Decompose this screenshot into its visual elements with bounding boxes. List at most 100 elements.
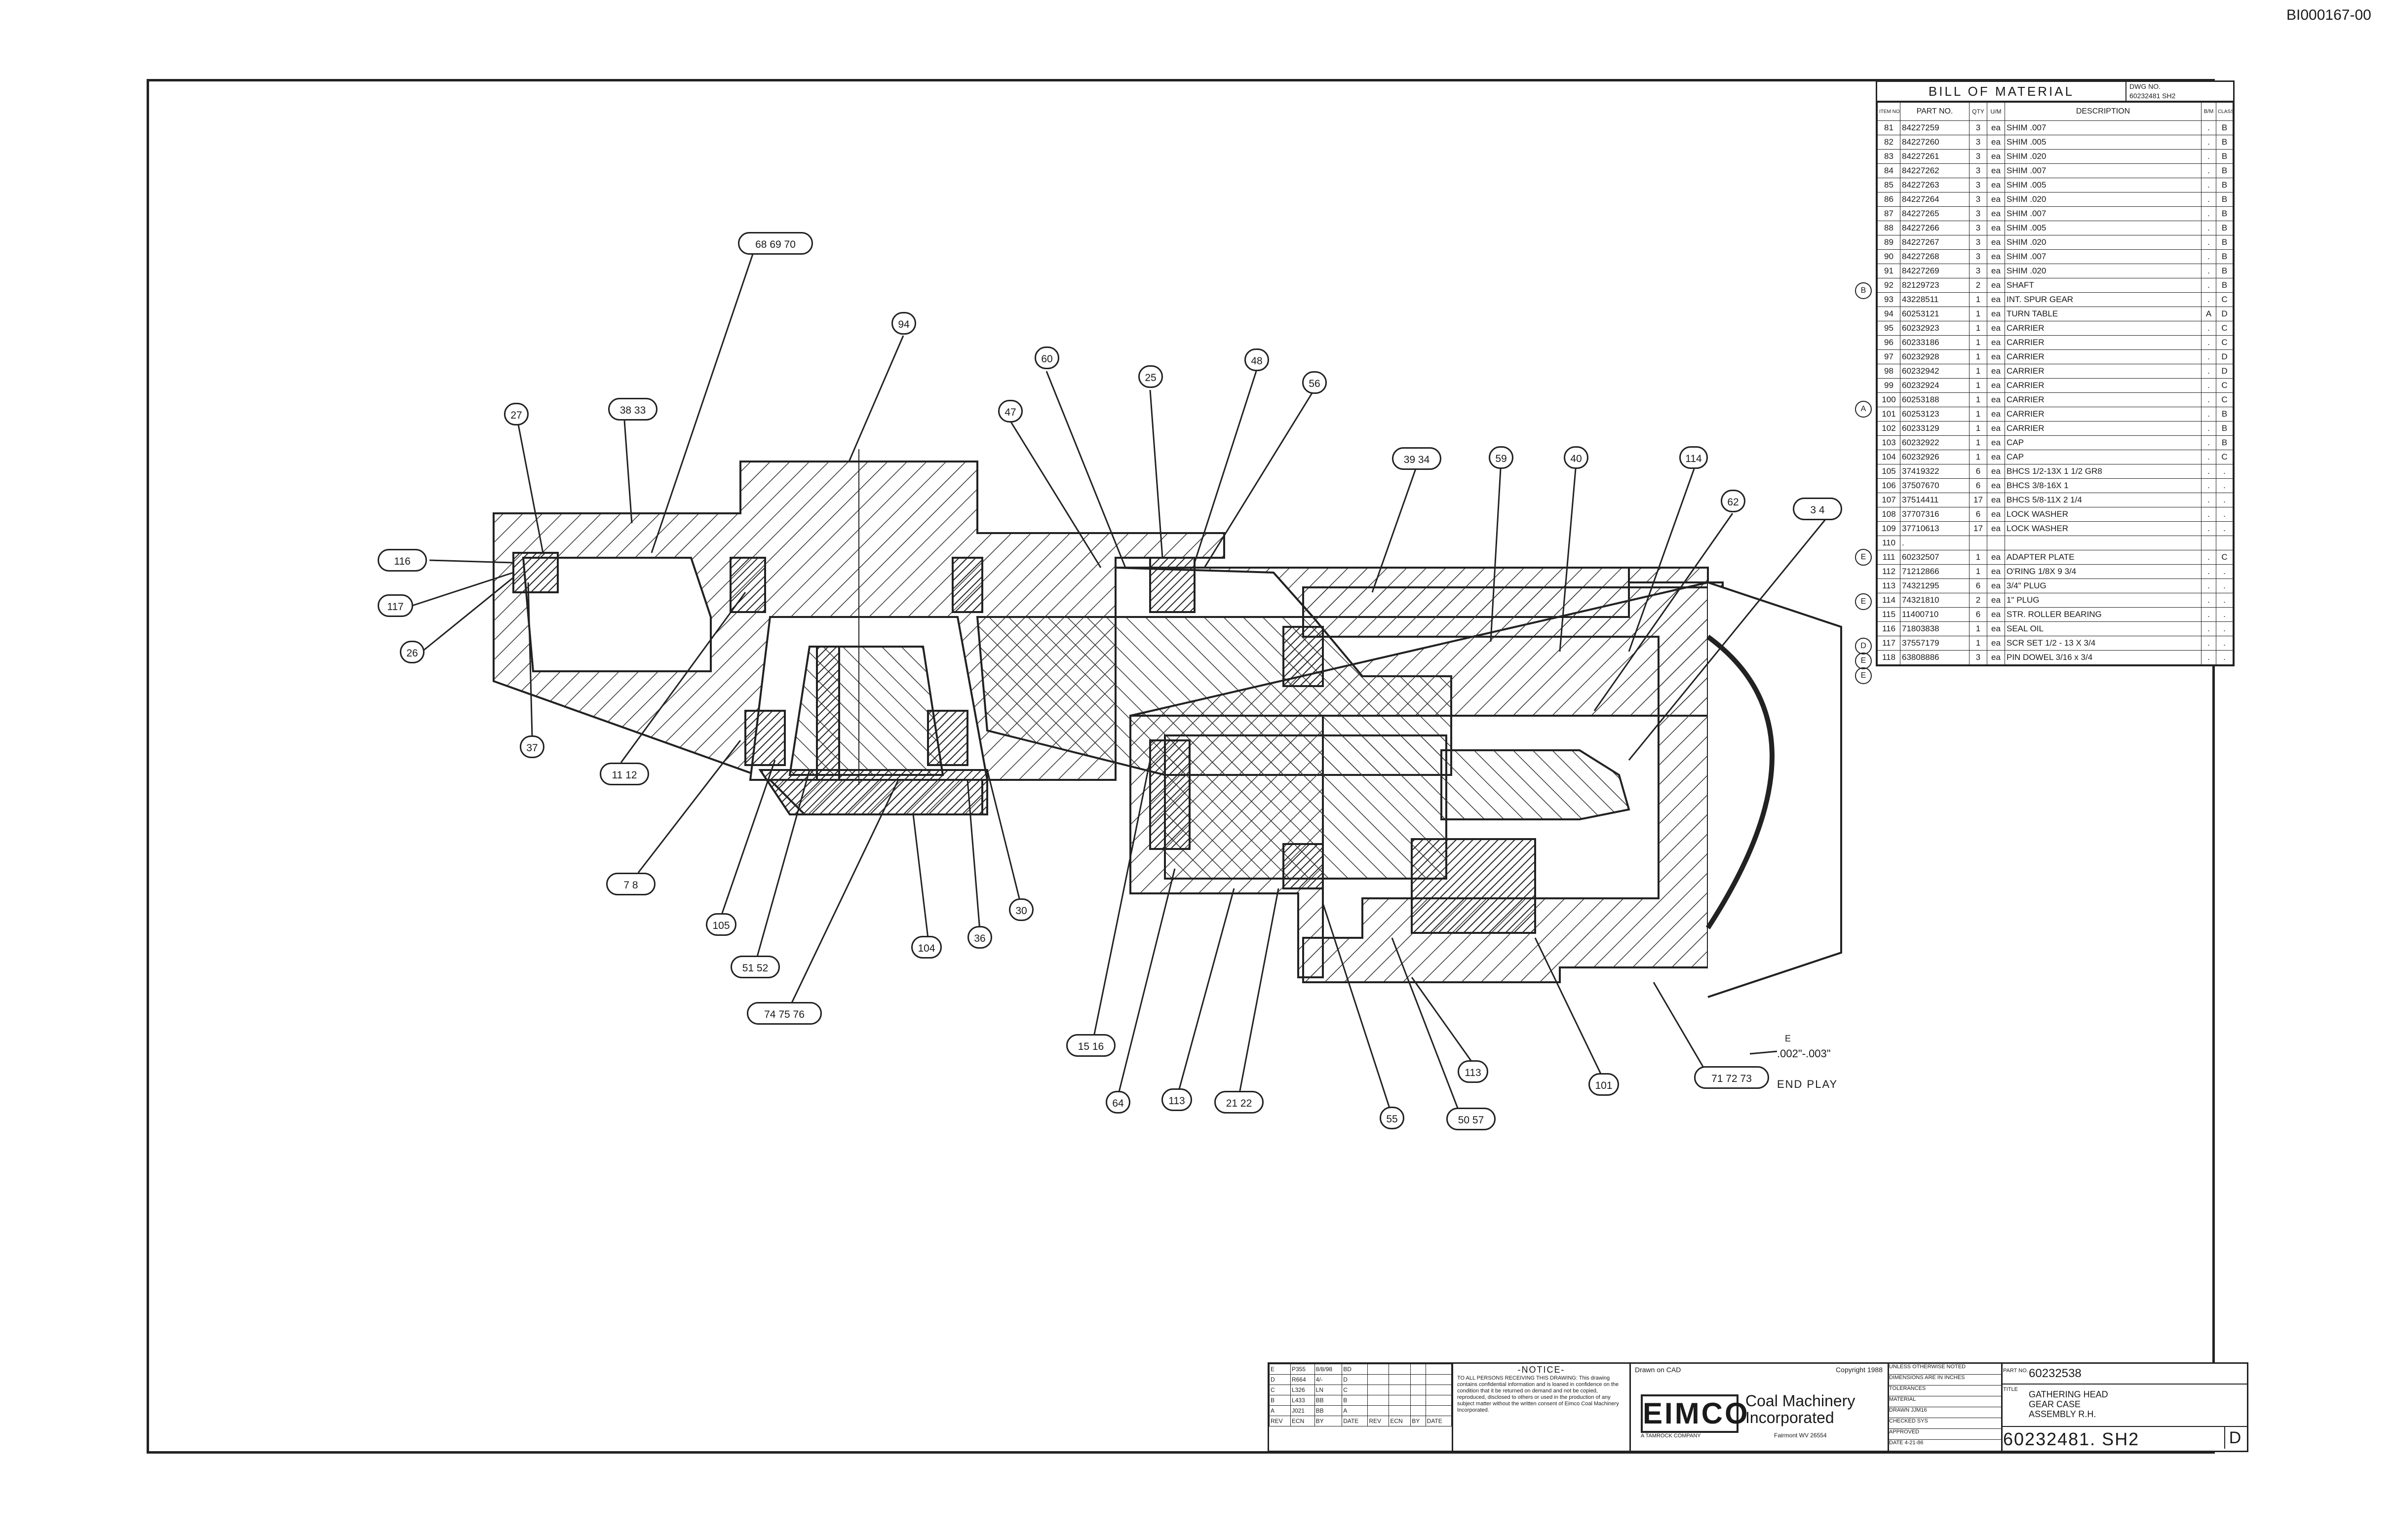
bom-cell-part: 37514411	[1900, 493, 1970, 507]
bom-cell-class: D	[2216, 307, 2233, 321]
bom-cell-class: B	[2216, 407, 2233, 422]
balloon-27: 27	[504, 403, 529, 425]
bom-cell-bm: .	[2201, 421, 2216, 436]
bom-cell-part: 60233129	[1900, 421, 1970, 436]
bom-cell-desc: 1" PLUG	[2005, 593, 2202, 608]
bom-cell-qty: 1	[1969, 435, 1987, 450]
bom-cell-qty: 3	[1969, 249, 1987, 264]
bom-cell-bm: .	[2201, 507, 2216, 522]
bom-cell-bm: .	[2201, 278, 2216, 293]
revision-cell: C	[1342, 1385, 1368, 1395]
bom-cell-part: 37419322	[1900, 464, 1970, 479]
bom-cell-item: 91	[1877, 264, 1900, 278]
revision-cell	[1389, 1364, 1411, 1375]
bom-cell-desc: CARRIER	[2005, 335, 2202, 350]
bom-cell-desc: CARRIER	[2005, 349, 2202, 364]
bom-cell-desc: CARRIER	[2005, 421, 2202, 436]
document-id: BI000167-00	[2286, 7, 2371, 23]
bom-cell-part: 60232926	[1900, 450, 1970, 464]
bom-cell-qty: 1	[1969, 550, 1987, 565]
bom-cell-desc: CARRIER	[2005, 407, 2202, 422]
bom-cell-bm: .	[2201, 163, 2216, 178]
bom-cell-qty: 1	[1969, 421, 1987, 436]
bom-cell-qty: 6	[1969, 478, 1987, 493]
bom-cell-bm: .	[2201, 249, 2216, 264]
bom-cell-bm: .	[2201, 364, 2216, 379]
revision-cell: E	[1269, 1364, 1291, 1375]
bom-cell-class: C	[2216, 450, 2233, 464]
revision-cell	[1425, 1405, 1452, 1416]
planet-gear	[1411, 838, 1536, 934]
company-name: Coal Machinery Incorporated	[1745, 1392, 1855, 1426]
bom-cell-part: 60253123	[1900, 407, 1970, 422]
company-line2: Incorporated	[1745, 1409, 1834, 1426]
bom-cell-bm: .	[2201, 135, 2216, 150]
bom-cell-item: 105	[1877, 464, 1900, 479]
revision-cell	[1410, 1374, 1426, 1385]
notice-title: -NOTICE-	[1517, 1365, 1565, 1375]
revision-cell: B	[1269, 1395, 1291, 1406]
logo-subtitle: A TAMROCK COMPANY	[1641, 1433, 1701, 1439]
rev-h2: BY	[1314, 1416, 1343, 1426]
bom-cell-part: 74321295	[1900, 578, 1970, 593]
bom-cell-bm: .	[2201, 407, 2216, 422]
bom-cell-um: ea	[1987, 636, 2005, 651]
bom-cell-item: 115	[1877, 607, 1900, 622]
balloon-68-69-70: 68 69 70	[738, 232, 813, 255]
bom-cell-item: 81	[1877, 120, 1900, 135]
approval-1: DIMENSIONS ARE IN INCHES	[1888, 1375, 2001, 1386]
bom-cell-part: 63808886	[1900, 650, 1970, 665]
bom-cell-item: 82	[1877, 135, 1900, 150]
rev-h3: DATE	[1342, 1416, 1368, 1426]
balloon-30: 30	[1009, 898, 1034, 921]
bom-cell-um	[1987, 536, 2005, 550]
revision-cell: L326	[1290, 1385, 1315, 1395]
bom-cell-desc: ADAPTER PLATE	[2005, 550, 2202, 565]
bom-cell-bm: .	[2201, 349, 2216, 364]
splined-shaft	[816, 646, 840, 781]
bom-cell-qty: 3	[1969, 192, 1987, 207]
bom-cell-class: B	[2216, 192, 2233, 207]
rev-h7: DATE	[1425, 1416, 1452, 1426]
bom-cell-qty: 3	[1969, 650, 1987, 665]
bom-cell-item: 104	[1877, 450, 1900, 464]
bom-cell-qty: 3	[1969, 120, 1987, 135]
bom-cell-qty: 1	[1969, 335, 1987, 350]
revision-cell: BB	[1314, 1405, 1343, 1416]
bom-cell-item: 117	[1877, 636, 1900, 651]
drawing-number: 60232481. SH2	[2003, 1429, 2140, 1449]
bom-cell-bm: .	[2201, 521, 2216, 536]
revision-cell: J021	[1290, 1405, 1315, 1416]
title-line-1: GATHERING HEAD	[2029, 1389, 2108, 1399]
bom-header-bm: B/M	[2201, 102, 2216, 121]
bom-cell-desc: BHCS 5/8-11X 2 1/4	[2005, 493, 2202, 507]
bom-cell-qty: 1	[1969, 292, 1987, 307]
bom-cell-item: 92	[1877, 278, 1900, 293]
bom-cell-class: B	[2216, 149, 2233, 164]
bom-cell-bm: .	[2201, 335, 2216, 350]
bom-cell-qty: 1	[1969, 407, 1987, 422]
bom-cell-part: 37557179	[1900, 636, 1970, 651]
bom-cell-class: B	[2216, 421, 2233, 436]
rev-h5: ECN	[1389, 1416, 1411, 1426]
bom-cell-class: C	[2216, 321, 2233, 336]
bom-cell-qty: 3	[1969, 149, 1987, 164]
bom-cell-bm: .	[2201, 578, 2216, 593]
bom-cell-bm: .	[2201, 221, 2216, 235]
bom-cell-um: ea	[1987, 507, 2005, 522]
revision-mark: E	[1855, 593, 1872, 610]
balloon-40: 40	[1564, 446, 1588, 469]
revision-cell	[1389, 1374, 1411, 1385]
approval-4: DRAWN JJM16	[1888, 1407, 2001, 1418]
revision-cell	[1410, 1395, 1426, 1406]
